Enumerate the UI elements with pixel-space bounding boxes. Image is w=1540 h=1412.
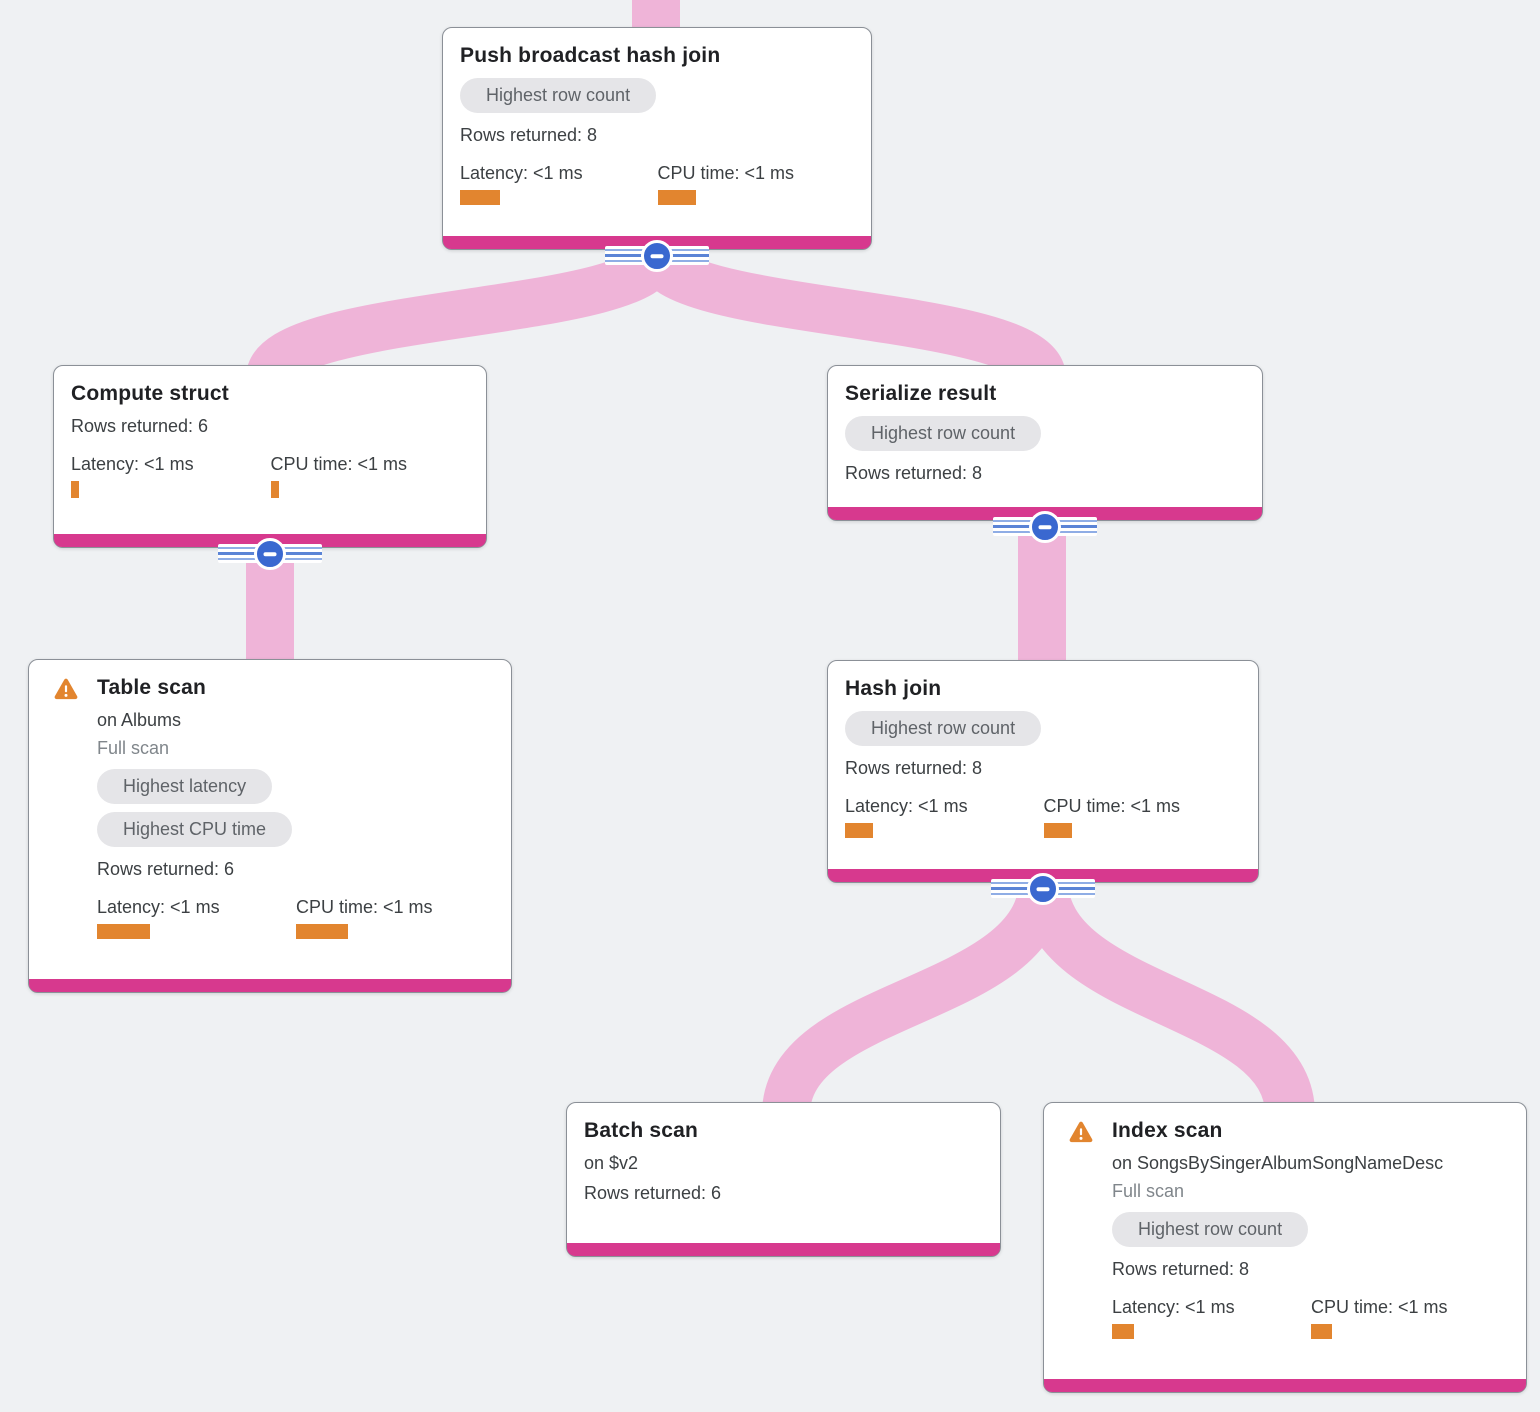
plan-node-table-scan[interactable]: Table scan on Albums Full scan Highest l… [28,659,512,993]
collapse-button[interactable] [993,510,1097,544]
cpu-time-bar [657,190,696,205]
cpu-time-bar [1043,823,1072,838]
minus-icon[interactable] [254,538,286,570]
node-subtitle: on SongsBySingerAlbumSongNameDesc [1112,1153,1444,1173]
rows-returned: Rows returned: 8 [1112,1259,1250,1279]
latency-bar [460,190,500,205]
minus-icon[interactable] [1027,873,1059,905]
rows-returned: Rows returned: 6 [71,416,209,436]
cpu-time-label: CPU time: <1 ms [1311,1297,1448,1317]
link-ribbon-hash-to-index [1018,878,1315,1117]
cpu-time-bar [270,481,279,498]
cpu-time-label: CPU time: <1 ms [1043,796,1181,816]
cpu-time-label: CPU time: <1 ms [270,454,408,474]
rows-returned: Rows returned: 8 [845,463,983,483]
rows-returned: Rows returned: 8 [460,125,598,145]
minus-icon[interactable] [1029,511,1061,543]
status-badge: Highest CPU time [97,812,293,847]
latency-label: Latency: <1 ms [460,163,583,183]
latency-bar [71,481,79,498]
rows-returned: Rows returned: 6 [584,1183,722,1203]
plan-node-serialize-result[interactable]: Serialize result Highest row count Rows … [827,365,1263,543]
status-badge: Highest row count [460,78,657,113]
status-badge: Highest latency [97,769,273,804]
minus-icon[interactable] [641,240,673,272]
node-accent-bar [29,979,511,992]
node-title: Index scan [1112,1119,1223,1142]
collapse-button[interactable] [991,872,1095,906]
cpu-time-bar [296,924,348,939]
metrics-row: Latency: <1 ms CPU time: <1 ms [1112,1295,1510,1339]
status-badge: Highest row count [1112,1212,1309,1247]
latency-label: Latency: <1 ms [845,796,968,816]
cpu-time-bar [1311,1324,1332,1339]
rows-returned: Rows returned: 6 [97,859,235,879]
rows-returned: Rows returned: 8 [845,758,983,778]
cpu-time-label: CPU time: <1 ms [657,163,795,183]
node-subtitle: on Albums [97,710,182,730]
link-ribbon-push-to-compute [246,244,681,385]
collapse-button[interactable] [605,239,709,273]
latency-bar [1112,1324,1134,1339]
node-subtitle: on $v2 [584,1153,639,1173]
plan-node-compute-struct[interactable]: Compute struct Rows returned: 6 Latency:… [53,365,487,570]
status-badge: Highest row count [845,416,1042,451]
scan-type-label: Full scan [97,738,170,758]
latency-bar [845,823,873,838]
latency-label: Latency: <1 ms [71,454,194,474]
node-title: Compute struct [71,382,229,405]
node-title: Batch scan [584,1119,699,1142]
node-title: Serialize result [845,382,997,405]
plan-node-hash-join[interactable]: Hash join Highest row count Rows returne… [827,660,1259,905]
cpu-time-label: CPU time: <1 ms [296,897,433,917]
status-badge: Highest row count [845,711,1042,746]
plan-node-push-broadcast-hash-join[interactable]: Push broadcast hash join Highest row cou… [442,27,872,272]
warning-icon [1069,1118,1093,1339]
node-title: Push broadcast hash join [460,44,721,67]
node-accent-bar [567,1243,1000,1256]
metrics-row: Latency: <1 ms CPU time: <1 ms [97,895,495,939]
node-accent-bar [1044,1379,1526,1392]
latency-label: Latency: <1 ms [97,897,220,917]
latency-label: Latency: <1 ms [1112,1297,1235,1317]
link-ribbon-hash-to-batch [762,878,1067,1117]
scan-type-label: Full scan [1112,1181,1185,1201]
warning-icon [54,675,78,939]
collapse-button[interactable] [218,537,322,571]
plan-node-index-scan[interactable]: Index scan on SongsBySingerAlbumSongName… [1043,1102,1527,1393]
node-title: Table scan [97,676,206,699]
metrics-row: Latency: <1 ms CPU time: <1 ms [845,794,1242,838]
latency-bar [97,924,150,939]
node-title: Hash join [845,677,942,700]
metrics-row: Latency: <1 ms CPU time: <1 ms [460,161,855,205]
link-ribbon-push-to-serialize [633,244,1066,385]
plan-node-batch-scan[interactable]: Batch scan on $v2 Rows returned: 6 [566,1102,1001,1257]
metrics-row: Latency: <1 ms CPU time: <1 ms [71,452,470,498]
